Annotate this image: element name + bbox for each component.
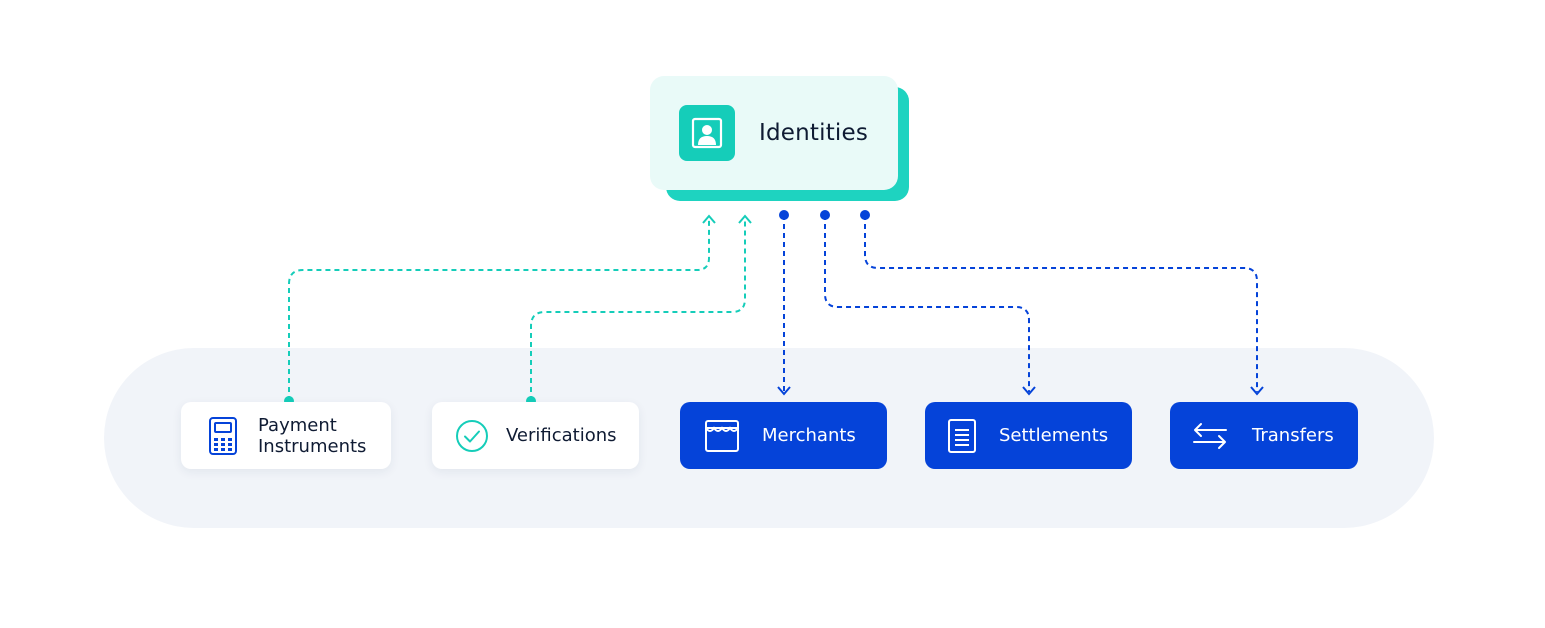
payment-instruments-label-line-2: Instruments bbox=[258, 435, 367, 457]
merchants-label: Merchants bbox=[762, 425, 856, 446]
identities-card[interactable]: Identities bbox=[650, 76, 898, 190]
connector-transfers bbox=[860, 210, 1264, 396]
merchants-card[interactable]: Merchants bbox=[680, 402, 887, 469]
transfers-card[interactable]: Transfers bbox=[1170, 402, 1358, 469]
verifications-label: Verifications bbox=[506, 425, 617, 446]
identities-title: Identities bbox=[759, 120, 869, 146]
storefront-icon bbox=[702, 416, 742, 456]
user-portrait-icon bbox=[679, 105, 735, 161]
transfers-label: Transfers bbox=[1252, 425, 1334, 446]
connector-settlements bbox=[820, 210, 1036, 396]
document-icon bbox=[942, 416, 982, 456]
settlements-card[interactable]: Settlements bbox=[925, 402, 1132, 469]
connector-merchants bbox=[777, 210, 791, 396]
connector-verifications bbox=[526, 214, 752, 406]
swap-arrows-icon bbox=[1190, 416, 1230, 456]
check-circle-icon bbox=[452, 416, 492, 456]
settlements-label: Settlements bbox=[999, 425, 1109, 446]
payment-instruments-label: Payment Instruments bbox=[258, 415, 366, 457]
payment-instruments-card[interactable]: Payment Instruments bbox=[181, 402, 391, 469]
card-terminal-icon bbox=[203, 416, 243, 456]
payment-instruments-label-line-1: Payment bbox=[258, 414, 337, 436]
verifications-card[interactable]: Verifications bbox=[432, 402, 639, 469]
